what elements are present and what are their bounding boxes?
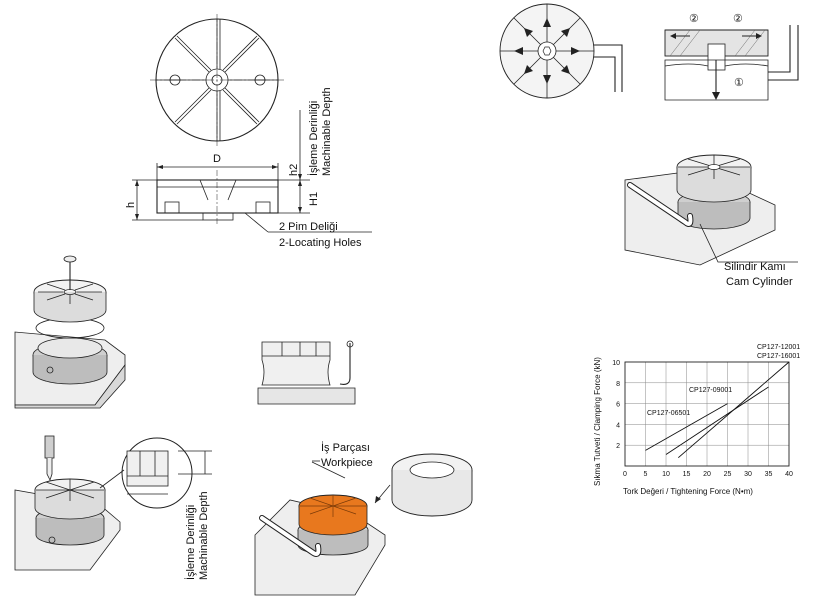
chuck-top-view: [150, 14, 284, 146]
chart-ytick-label: 2: [616, 443, 620, 450]
chart-xtick-label: 35: [765, 471, 773, 478]
chart-plot-frame: [624, 361, 790, 467]
series-label-a: CP127-06501: [647, 410, 690, 417]
chart-xtick-label: 20: [703, 471, 711, 478]
orange-jaw-side: [298, 506, 368, 536]
marker-2b: ②: [733, 13, 743, 25]
workpiece-label-en: Workpiece: [321, 457, 373, 469]
machining-view: [14, 435, 212, 571]
chart-ytick-label: 8: [616, 381, 620, 388]
chart-series-line-3: [678, 361, 790, 459]
force-diagram: [499, 3, 623, 99]
exploded-assembly: [14, 255, 126, 409]
chart-xtick-label: 10: [662, 471, 670, 478]
cam-label-tr: Silindir Kamı: [724, 261, 786, 273]
series-label-c1: CP127-12001: [757, 344, 800, 351]
clamping-section: [664, 25, 799, 101]
chart-xtick-label: 5: [644, 471, 648, 478]
cam-label-en: Cam Cylinder: [726, 276, 793, 288]
clamping-force-chart: 0 5 10 15 20 25 30 35 40 2 4 6 8 10 Sıkma Tutveti / C…: [593, 344, 800, 496]
chart-ytick-label: 6: [616, 402, 620, 409]
chart-series-line-2: [665, 386, 769, 455]
chart-xtick-label: 40: [785, 471, 793, 478]
chart-xtick-label: 25: [724, 471, 732, 478]
workpiece-label-tr: İş Parçası: [321, 441, 370, 454]
chart-xlabel: Tork Değeri / Tightening Force (N•m): [623, 487, 753, 496]
chart-ylabel: Sıkma Tutveti / Clamping Force (kN): [593, 357, 602, 486]
dim-d-label: D: [213, 153, 221, 165]
dim-h-label: h: [125, 202, 137, 208]
depth-label-tr: İşleme Derinliği: [307, 101, 320, 176]
chart-xtick-label: 15: [683, 471, 691, 478]
dim-h2-label: h2: [288, 164, 300, 176]
chuck-side-view: [132, 110, 372, 233]
depth-label-en: Machinable Depth: [321, 87, 333, 176]
depth-detail-en: Machinable Depth: [198, 491, 210, 580]
cam-cylinder-view: [624, 154, 798, 266]
dim-h1-label: H1: [308, 192, 320, 206]
chart-xtick-label: 30: [744, 471, 752, 478]
mounted-section-view: [257, 340, 356, 405]
chart-ytick-label: 4: [616, 422, 620, 429]
depth-detail-tr: İşleme Derinliği: [184, 505, 197, 580]
series-label-b: CP127-09001: [689, 387, 732, 394]
workpiece-view: [254, 453, 473, 596]
pin-label-tr: 2 Pim Deliği: [279, 221, 338, 233]
series-label-c2: CP127-16001: [757, 353, 800, 360]
marker-2a: ②: [689, 13, 699, 25]
chart-xtick-label: 0: [623, 471, 627, 478]
chart-ytick-label: 10: [612, 360, 620, 367]
marker-1: ①: [734, 77, 744, 89]
chart-series-line-1: [645, 403, 728, 451]
pin-label-en: 2-Locating Holes: [279, 237, 362, 249]
chart-grid: [625, 362, 789, 466]
